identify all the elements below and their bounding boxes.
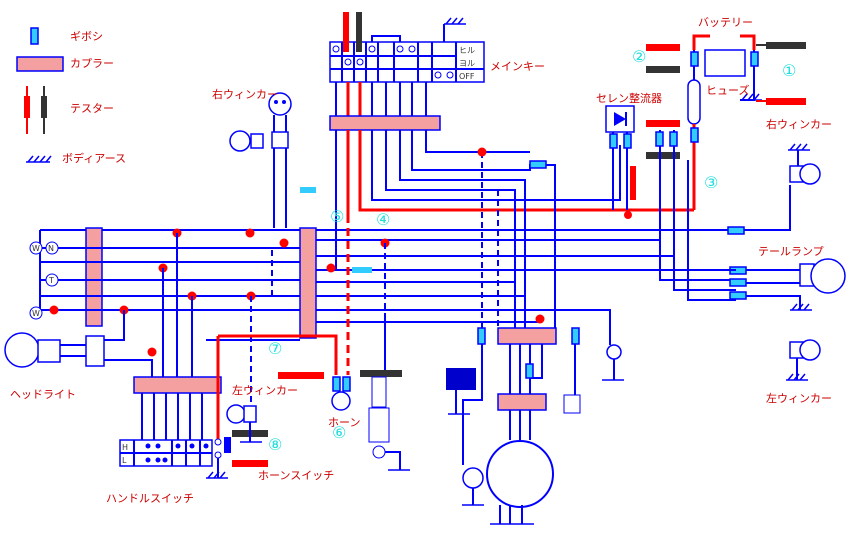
- key-pos-yoru: ヨル: [459, 59, 475, 68]
- left-winker-right-icon: [786, 339, 821, 381]
- tester-probe-battery: [766, 42, 806, 49]
- horn-icon: [278, 215, 410, 471]
- legend-earth-label: ボディアース: [62, 151, 126, 165]
- legend-tester-label: テスター: [70, 102, 114, 115]
- meter-wires: [39, 230, 736, 345]
- handle-pos-h: H: [122, 443, 128, 452]
- right-winker-top-label: 右ウィンカー: [212, 87, 278, 101]
- legend-bosi-icon: [30, 27, 39, 45]
- meter-indicators: W N T W: [29, 241, 59, 320]
- generator-wires: [462, 327, 581, 465]
- main-key-label: メインキー: [490, 60, 545, 73]
- meter-t: T: [48, 276, 54, 285]
- legend-coupler-label: カプラー: [70, 57, 114, 70]
- horn-label: ホーン: [328, 416, 360, 429]
- handle-switch-icon: H L: [119, 439, 213, 467]
- test-point-5: ⑤: [330, 207, 344, 226]
- pulser-icon: [462, 467, 484, 489]
- selenium-rectifier: [605, 105, 636, 219]
- test-point-2: ②: [632, 47, 646, 66]
- main-harness: [335, 130, 628, 330]
- neutral-earth: [602, 359, 624, 381]
- fuse-label: ヒューズ: [706, 83, 749, 97]
- battery-label: バッテリー: [698, 16, 753, 29]
- legend-bosi-label: ギボシ: [70, 30, 103, 43]
- left-winker-mid-label: 左ウィンカー: [232, 384, 298, 397]
- main-coupler: [329, 115, 441, 131]
- meter-w1: W: [32, 244, 40, 253]
- left-winker-mid-icon: [226, 404, 262, 443]
- meter-n: N: [48, 244, 54, 253]
- center-coupler: [299, 227, 317, 339]
- tail-lamp-icon: [799, 258, 846, 294]
- tail-lamp-label: テールランプ: [758, 245, 824, 258]
- ignition-coil-icon: [446, 368, 476, 390]
- generator-earth: [462, 488, 534, 525]
- main-key-earth-icon: [443, 17, 466, 42]
- right-wiring: [40, 130, 812, 311]
- legend-earth-icon: [26, 155, 52, 163]
- test-point-4: ④: [376, 210, 390, 229]
- horn-switch-label: ホーンスイッチ: [258, 469, 334, 482]
- main-key-switch: ヒル ヨル OFF: [329, 35, 485, 83]
- test-point-1: ①: [782, 61, 796, 80]
- generator-icon: [486, 440, 554, 508]
- test-point-3: ③: [704, 173, 718, 192]
- left-winker-right-label: 左ウィンカー: [766, 392, 832, 405]
- battery-icon: [704, 49, 746, 77]
- neutral-switch-icon: [606, 344, 622, 360]
- coil-earth: [448, 390, 470, 415]
- generator-coupler-2: [497, 393, 547, 411]
- handle-switch-label: ハンドルスイッチ: [106, 492, 194, 505]
- right-winker-top-icon: [229, 92, 292, 228]
- legend: ギボシ カプラー テスター ボディアース: [16, 27, 126, 165]
- test-point-8: ⑧: [268, 435, 282, 454]
- main-key-wires: [335, 82, 427, 116]
- key-pos-off: OFF: [459, 72, 475, 81]
- handle-coupler: [133, 376, 222, 394]
- test-point-7: ⑦: [268, 339, 282, 358]
- fuse-icon: [687, 79, 701, 125]
- key-pos-hiru: ヒル: [459, 46, 475, 55]
- headlight-icon: [4, 310, 153, 378]
- generator-coupler-1: [497, 327, 557, 345]
- handle-pos-l: L: [122, 456, 127, 465]
- meter-w2: W: [32, 309, 40, 318]
- meter-coupler: [85, 227, 103, 327]
- test-point-6: ⑥: [332, 423, 346, 442]
- battery-section: [628, 34, 806, 212]
- right-winker-right-label: 右ウィンカー: [766, 117, 832, 131]
- handle-switch-wires: [141, 233, 300, 440]
- legend-coupler-icon: [16, 56, 64, 72]
- legend-tester-icon: [24, 86, 47, 134]
- selenium-label: セレン整流器: [596, 91, 662, 105]
- main-key-tester-probe: [343, 12, 362, 52]
- headlight-label: ヘッドライト: [10, 388, 76, 401]
- right-winker-right-icon: [788, 143, 821, 185]
- dashed-lines: [250, 190, 499, 405]
